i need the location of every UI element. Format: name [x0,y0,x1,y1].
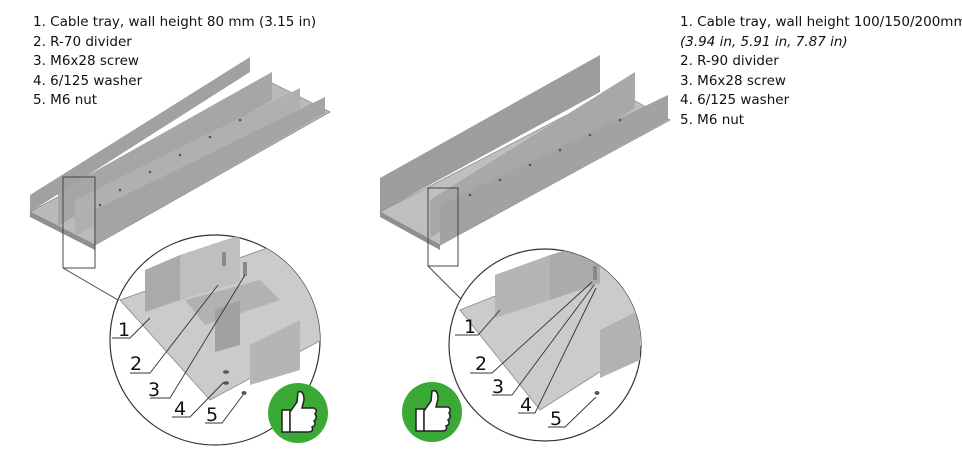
legend-item: 5. M6 nut [680,111,745,128]
legend-item: 4. 6/125 washer [680,92,790,108]
legend-item: 5. M6 nut [33,92,98,108]
legend-item: 1. Cable tray, wall height 80 mm (3.15 i… [33,14,317,30]
left-detail-view: 1 2 3 4 5 [109,234,321,446]
legend-item: 3. M6x28 screw [33,53,139,69]
thumbs-up-icon [415,389,452,432]
callout-1: 1 [464,316,476,338]
callout-2: 2 [130,353,142,375]
callout-5: 5 [550,408,562,430]
left-cable-tray [29,57,331,301]
legend-item: 4. 6/125 washer [33,72,143,89]
callout-3: 3 [492,376,504,398]
right-thumbs-up-badge [402,382,462,442]
callout-4: 4 [520,394,532,416]
right-legend: 1. Cable tray, wall height 100/150/200mm… [680,13,962,130]
right-cable-tray [379,55,671,301]
callout-3: 3 [148,379,160,401]
legend-item: 3. M6x28 screw [680,72,786,89]
left-legend: 1. Cable tray, wall height 80 mm (3.15 i… [33,13,316,111]
legend-item: 2. R-70 divider [33,33,132,50]
callout-1: 1 [118,319,130,341]
callout-4: 4 [174,398,186,420]
legend-item: (3.94 in, 5.91 in, 7.87 in) [680,33,848,50]
legend-item: 1. Cable tray, wall height 100/150/200mm [680,14,962,30]
left-thumbs-up-badge [268,383,328,443]
callout-5: 5 [206,404,218,426]
thumbs-up-icon [281,390,318,433]
right-detail-view: 1 2 3 4 5 [448,248,642,442]
callout-2: 2 [475,353,487,375]
legend-item: 2. R-90 divider [680,53,779,69]
